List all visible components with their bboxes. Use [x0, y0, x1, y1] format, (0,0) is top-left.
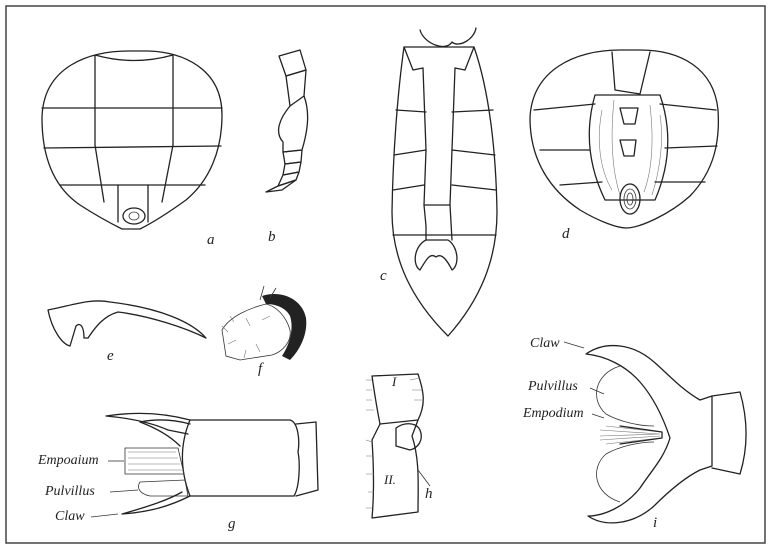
figure-d-ventral-round-abdomen: d [530, 50, 718, 242]
leader-i-claw [564, 342, 584, 348]
annotation-h-segment-2: II. [383, 472, 396, 487]
annotation-h-segment-1: I [391, 374, 397, 389]
annotation-i-empodium: Empodium [522, 406, 584, 421]
leader-h [418, 470, 430, 486]
annotation-i-claw: Claw [530, 336, 560, 351]
leader-g-pulvillus [110, 490, 138, 492]
figure-c-ventral-abdomen: c [380, 28, 497, 336]
figure-a-dorsal-abdomen: a [42, 51, 222, 248]
annotation-i-pulvillus: Pulvillus [527, 379, 578, 394]
figure-b-antenna: b [266, 50, 308, 245]
figure-h-leg-segments: I II. h [366, 374, 433, 518]
label-b: b [268, 229, 276, 245]
annotation-g-claw: Claw [55, 509, 85, 524]
figure-i-foot: Claw Pulvillus Empodium i [522, 336, 746, 531]
annotation-g-empodium: Empoaium [37, 453, 99, 468]
label-i: i [653, 515, 657, 531]
label-h: h [425, 486, 433, 502]
label-g: g [228, 516, 236, 532]
figure-f-hairy-tarsus: f [222, 286, 306, 377]
leader-i-empodium [592, 414, 604, 418]
figure-g-foot: Empoaium Pulvillus Claw g [37, 413, 318, 532]
label-f: f [258, 361, 264, 377]
label-d: d [562, 226, 570, 242]
label-c: c [380, 268, 387, 284]
figure-e-claw: e [48, 301, 206, 364]
leader-g-claw [91, 514, 118, 517]
label-a: a [207, 232, 215, 248]
annotation-g-pulvillus: Pulvillus [44, 484, 95, 499]
label-e: e [107, 348, 114, 364]
